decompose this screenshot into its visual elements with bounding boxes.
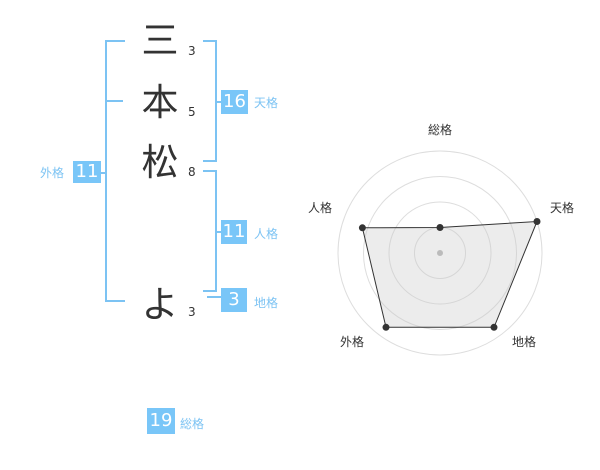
soukaku-label: 総格 [180, 417, 205, 431]
tenkaku-bracket-stem [215, 101, 221, 103]
radar-point-2 [490, 323, 498, 331]
radar-series-area [361, 220, 538, 328]
radar-grid-ring [337, 150, 543, 356]
tenkaku-label: 天格 [254, 96, 279, 110]
radar-axis-label-jinkaku: 人格 [308, 200, 332, 215]
name-char-4: よ [141, 283, 179, 326]
name-char-2: 本 [141, 81, 179, 124]
jinkaku-label: 人格 [254, 227, 279, 241]
chikaku-label: 地格 [254, 296, 279, 310]
gaikaku-bracket-stem [100, 172, 106, 174]
radar-point-3 [382, 323, 390, 331]
name-char-3: 松 [141, 141, 179, 184]
jinkaku-badge: 11 [221, 220, 247, 244]
radar-point-0 [436, 224, 444, 231]
radar-point-1 [533, 218, 541, 225]
radar-axis-label-chikaku: 地格 [512, 334, 536, 349]
radar-grid [337, 150, 543, 356]
stroke-count-2: 5 [188, 105, 196, 119]
radar-axis-label-soukaku: 総格 [428, 122, 452, 137]
chikaku-badge: 3 [221, 288, 247, 312]
gaikaku-badge: 11 [73, 161, 101, 183]
tenkaku-badge: 16 [221, 90, 248, 114]
jinkaku-bracket-stem [215, 231, 221, 233]
gaikaku-bracket-tick [105, 100, 123, 102]
gaikaku-label: 外格 [40, 166, 65, 180]
chikaku-bracket [207, 296, 221, 298]
stroke-count-3: 8 [188, 165, 196, 179]
name-char-1: 三 [141, 19, 179, 62]
radar-axis-label-gaikaku: 外格 [340, 334, 364, 349]
radar-center-dot [437, 250, 443, 256]
soukaku-badge: 19 [147, 408, 175, 434]
radar-point-4 [358, 224, 366, 232]
stroke-count-4: 3 [188, 305, 196, 319]
radar-points [358, 218, 541, 331]
radar-grid-ring [363, 176, 517, 330]
gaikaku-bracket [105, 40, 125, 302]
radar-grid-ring [388, 201, 492, 305]
stroke-count-1: 3 [188, 44, 196, 58]
radar-axis-label-tenkaku: 天格 [550, 200, 574, 215]
